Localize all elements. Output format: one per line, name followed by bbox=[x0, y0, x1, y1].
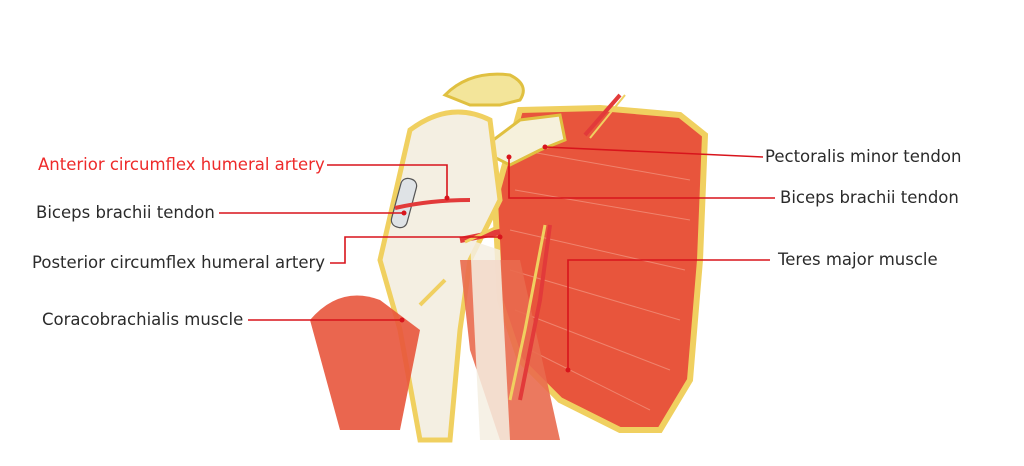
nerve-branch bbox=[508, 224, 547, 401]
leader-dots bbox=[399, 144, 571, 373]
label-biceps-brachii-tendon-right: Biceps brachii tendon bbox=[780, 188, 959, 207]
axillary-artery bbox=[518, 224, 552, 401]
axillary-nerve bbox=[464, 226, 496, 244]
label-pectoralis-minor-tendon: Pectoralis minor tendon bbox=[765, 147, 962, 166]
coracoid-process bbox=[477, 113, 567, 167]
leader-teres-major bbox=[567, 259, 770, 370]
anterior-circumflex-artery bbox=[394, 198, 471, 210]
label-coracobrachialis-muscle: Coracobrachialis muscle bbox=[42, 310, 244, 329]
coracobrachialis-muscle bbox=[310, 295, 420, 430]
leader-posterior-circumflex bbox=[330, 236, 500, 264]
leader-biceps-right bbox=[508, 157, 775, 199]
suprascapular-nerve bbox=[589, 94, 626, 139]
label-teres-major-muscle: Teres major muscle bbox=[778, 250, 938, 269]
label-biceps-brachii-tendon-left: Biceps brachii tendon bbox=[36, 203, 215, 222]
acromion bbox=[442, 72, 525, 107]
deltoid-pectoral-tendon bbox=[470, 240, 510, 440]
leader-anterior-circumflex bbox=[327, 164, 448, 198]
leader-lines bbox=[219, 146, 775, 370]
label-posterior-circumflex-humeral-artery: Posterior circumflex humeral artery bbox=[32, 253, 326, 272]
leader-pectoralis-minor bbox=[544, 146, 764, 158]
musculocutaneous-nerve bbox=[418, 278, 447, 307]
muscle-fibers bbox=[509, 149, 691, 411]
label-anterior-circumflex-humeral-artery: Anterior circumflex humeral artery bbox=[38, 155, 325, 174]
suprascapular-artery bbox=[583, 93, 622, 137]
